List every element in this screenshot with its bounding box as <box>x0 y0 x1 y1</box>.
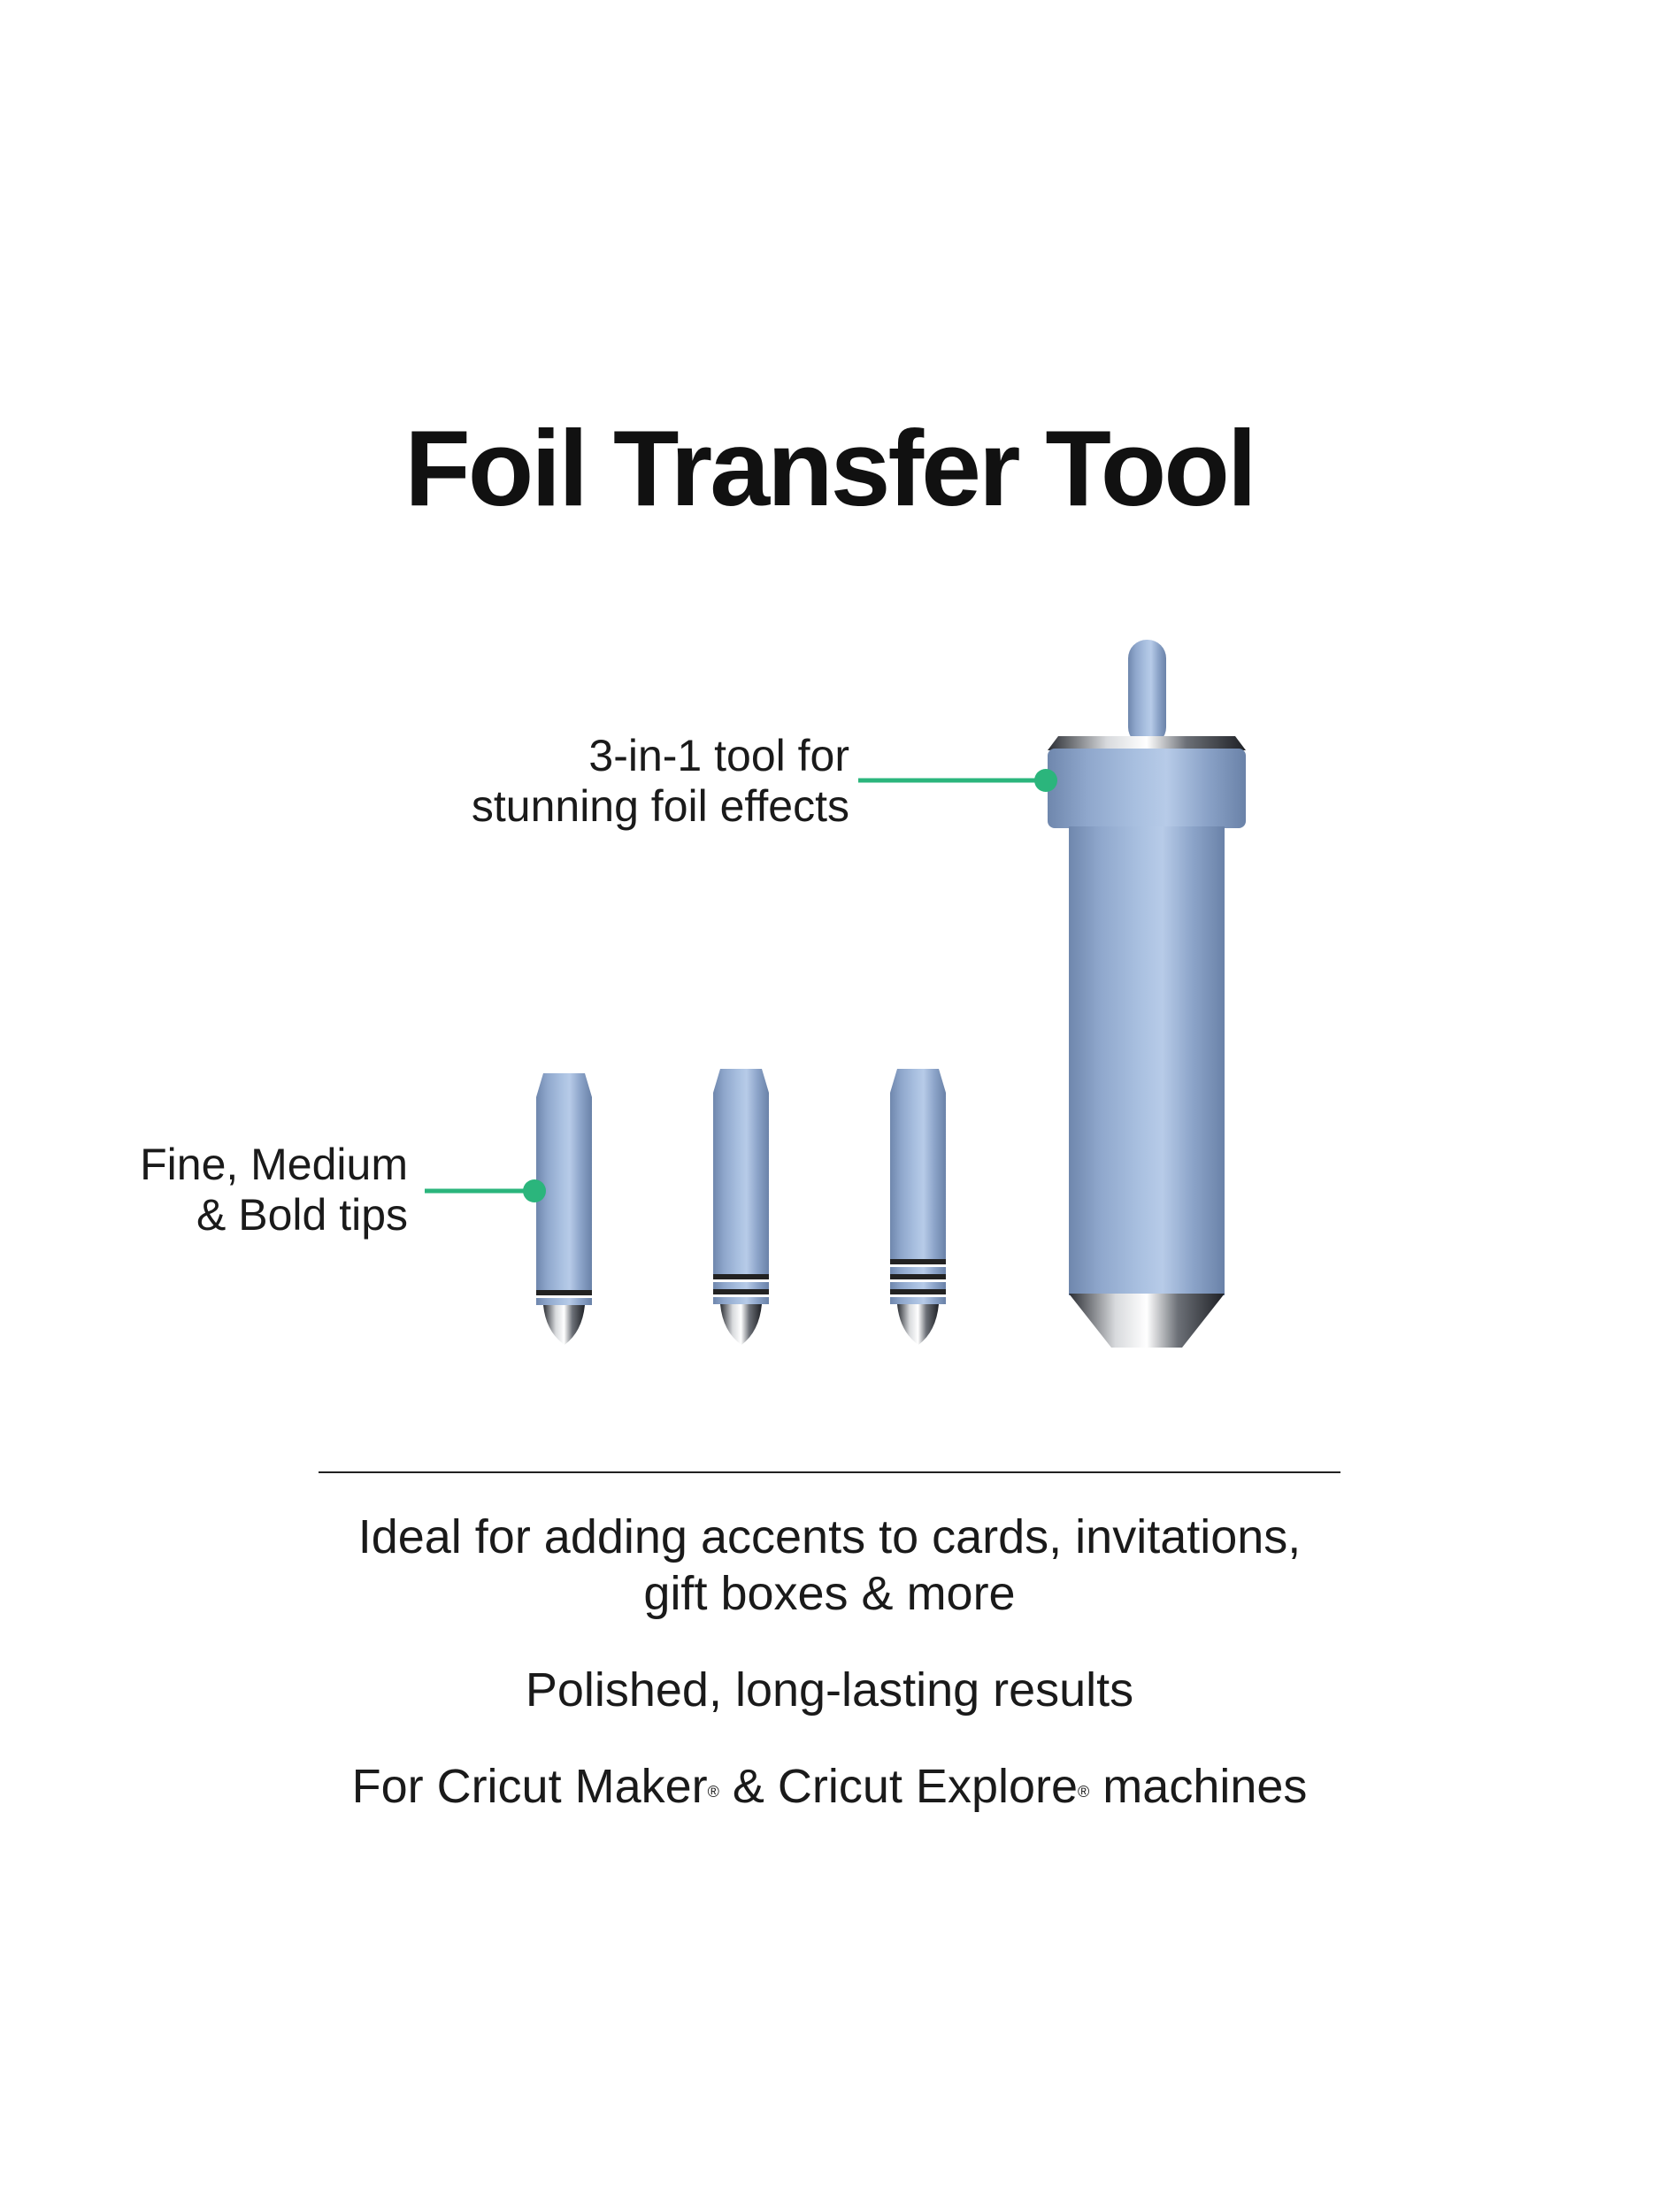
callout-text: & Bold tips <box>196 1190 408 1240</box>
fine-tip <box>536 1073 592 1345</box>
callout-text: stunning foil effects <box>471 781 849 831</box>
housing-callout: 3-in-1 tool for stunning foil effects <box>472 731 849 832</box>
registered-mark: ® <box>707 1783 719 1801</box>
callout-text: Fine, Medium <box>140 1140 408 1189</box>
foil-tool-housing <box>1048 640 1246 1348</box>
page-title: Foil Transfer Tool <box>404 408 1256 528</box>
feature-accents: Ideal for adding accents to cards, invit… <box>0 1509 1659 1622</box>
feature-text: For Cricut Maker <box>351 1760 708 1813</box>
callout-line-housing <box>858 769 1057 792</box>
callout-line-tips <box>425 1179 546 1202</box>
tips-callout: Fine, Medium & Bold tips <box>140 1140 408 1240</box>
divider <box>319 1471 1340 1473</box>
callout-text: 3-in-1 tool for <box>588 731 849 780</box>
feature-text: machines <box>1089 1760 1308 1813</box>
feature-text: gift boxes & more <box>643 1567 1016 1620</box>
feature-text: & Cricut Explore <box>718 1760 1079 1813</box>
medium-tip <box>713 1069 769 1345</box>
feature-text: Ideal for adding accents to cards, invit… <box>357 1510 1302 1563</box>
feature-results: Polished, long-lasting results <box>525 1663 1134 1717</box>
registered-mark: ® <box>1078 1783 1090 1801</box>
feature-compatibility: For Cricut Maker® & Cricut Explore® mach… <box>0 1758 1659 1815</box>
bold-tip <box>890 1069 946 1345</box>
